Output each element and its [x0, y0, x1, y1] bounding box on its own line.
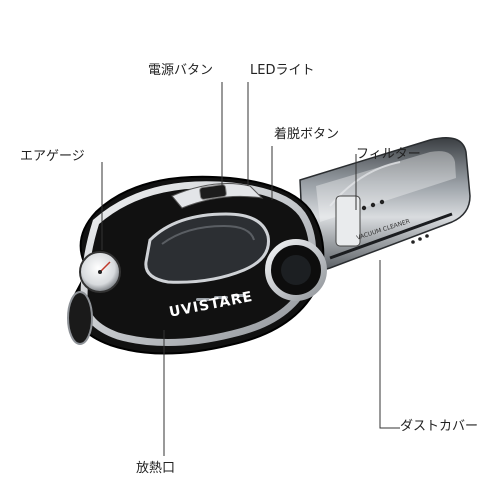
callout-led-light: LEDライト [250, 63, 315, 78]
callout-heat-vent: 放熱口 [136, 461, 176, 476]
callout-release-button: 着脱ボタン [274, 127, 340, 142]
leader-lines [101, 82, 400, 456]
callout-dust-cover: ダストカバー [400, 419, 479, 434]
callout-air-gauge: エアゲージ [20, 149, 85, 164]
vacuum-body [67, 175, 327, 355]
callout-power-button: 電源バタン [148, 63, 214, 78]
dust-tank [299, 137, 471, 271]
vent-slots [196, 294, 246, 301]
callout-filter: フィルター [356, 147, 421, 162]
